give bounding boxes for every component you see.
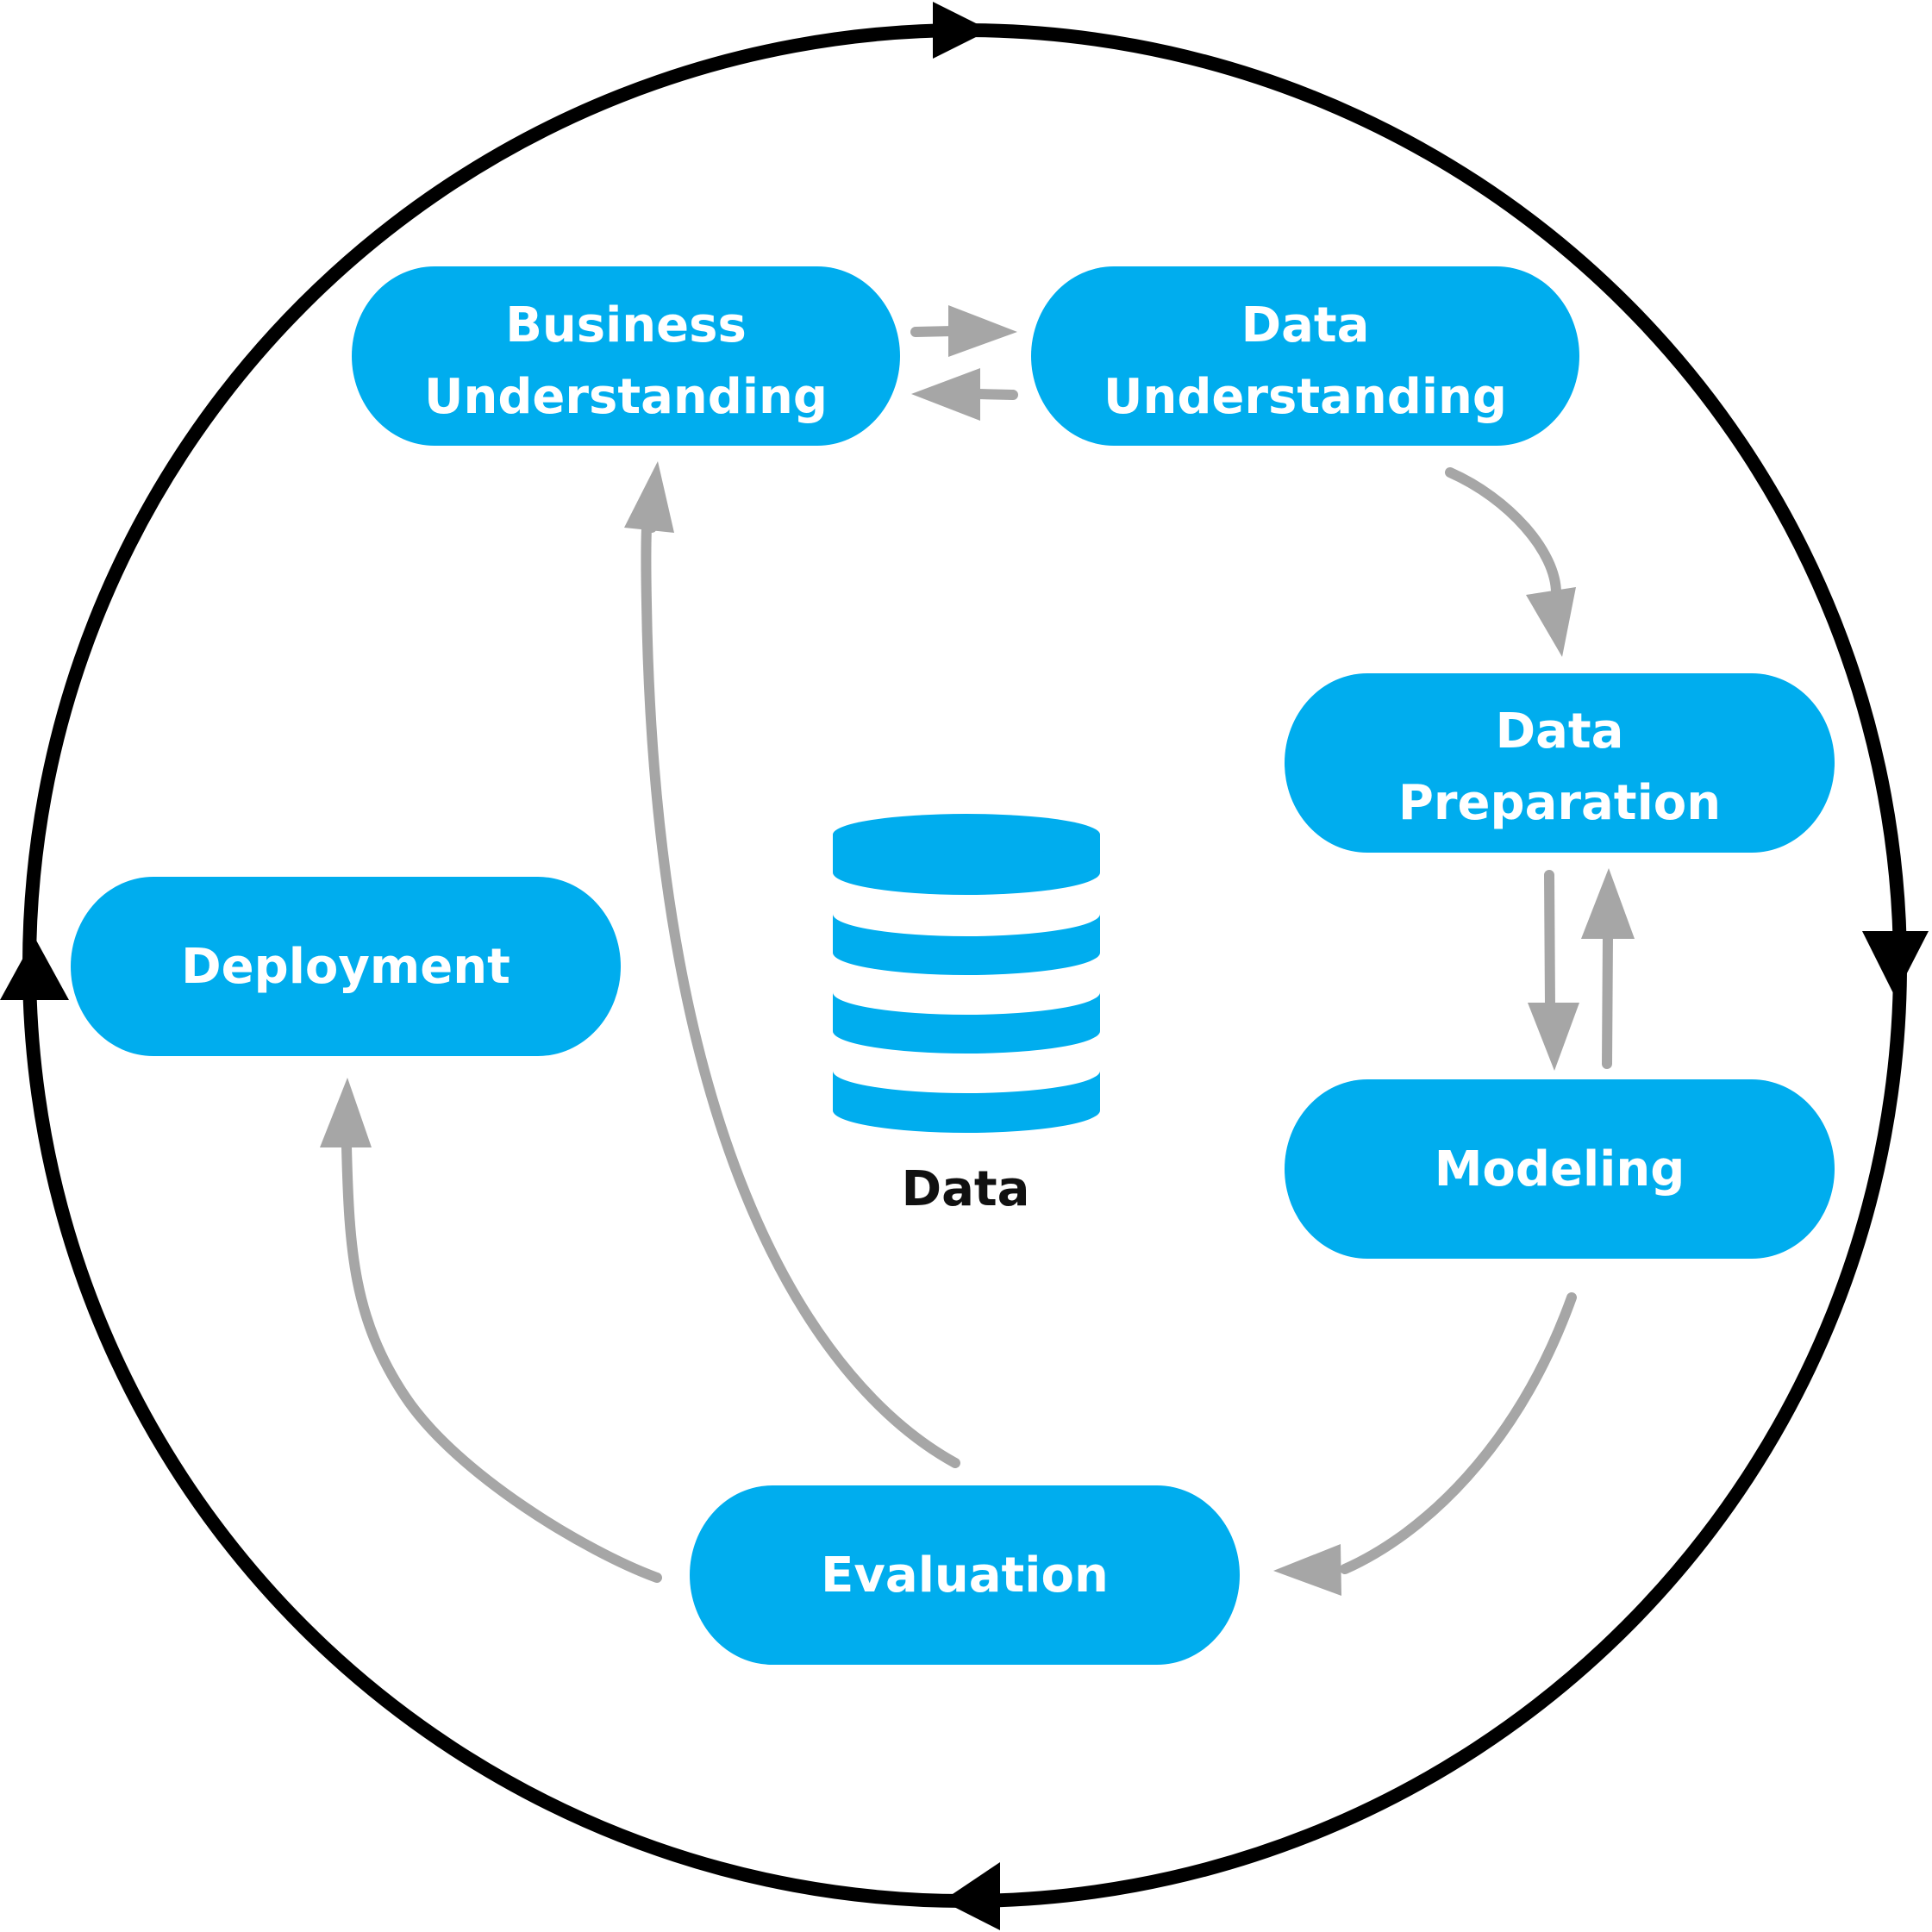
phase-deployment: Deployment	[71, 877, 621, 1056]
phase-label-line1: Data	[1241, 297, 1370, 353]
outer-arrowhead-bottom	[942, 1862, 1000, 1930]
inner-flow-arrows	[320, 305, 1635, 1596]
phase-evaluation: Evaluation	[690, 1485, 1240, 1665]
data-store-label: Data	[902, 1161, 1030, 1217]
phase-box	[1285, 673, 1835, 853]
phase-label-line1: Business	[505, 297, 747, 353]
phase-box	[352, 266, 900, 446]
arrow-evaluation-to-deployment	[320, 1078, 662, 1583]
arrow-modeling-to-evaluation	[1273, 1292, 1577, 1596]
phase-box	[690, 1485, 1240, 1665]
phase-label-line2: Understanding	[424, 369, 828, 425]
phase-label: Modeling	[1435, 1141, 1685, 1197]
phase-data-understanding: Data Understanding	[1031, 266, 1579, 446]
database-disk	[833, 992, 1100, 1054]
arrow-preparation-to-modeling	[1528, 870, 1579, 1071]
arrow-modeling-to-preparation	[1581, 868, 1635, 1069]
phase-box	[1285, 1079, 1835, 1259]
phase-label-line2: Preparation	[1398, 775, 1721, 831]
phase-box	[1031, 266, 1579, 446]
database-icon	[833, 814, 1100, 1133]
database-disk	[833, 914, 1100, 975]
outer-arrowhead-right	[1862, 931, 1929, 997]
arrow-business-to-data-understanding	[910, 305, 1017, 357]
phase-box	[71, 877, 621, 1056]
arrow-data-understanding-to-business	[911, 368, 1018, 421]
outer-arrowhead-top	[933, 2, 990, 59]
phase-data-preparation: Data Preparation	[1285, 673, 1835, 853]
phase-modeling: Modeling	[1285, 1079, 1835, 1259]
phase-business-understanding: Business Understanding	[352, 266, 900, 446]
phase-label-line1: Data	[1496, 703, 1624, 760]
arrow-data-understanding-to-preparation	[1445, 467, 1576, 657]
phase-label: Evaluation	[821, 1547, 1109, 1604]
arrow-evaluation-to-business	[624, 461, 960, 1468]
phase-label: Deployment	[181, 939, 510, 995]
outer-arrowhead-left	[0, 937, 69, 1000]
phase-label-line2: Understanding	[1104, 369, 1507, 425]
database-disk	[833, 1071, 1100, 1133]
database-disk	[833, 814, 1100, 895]
